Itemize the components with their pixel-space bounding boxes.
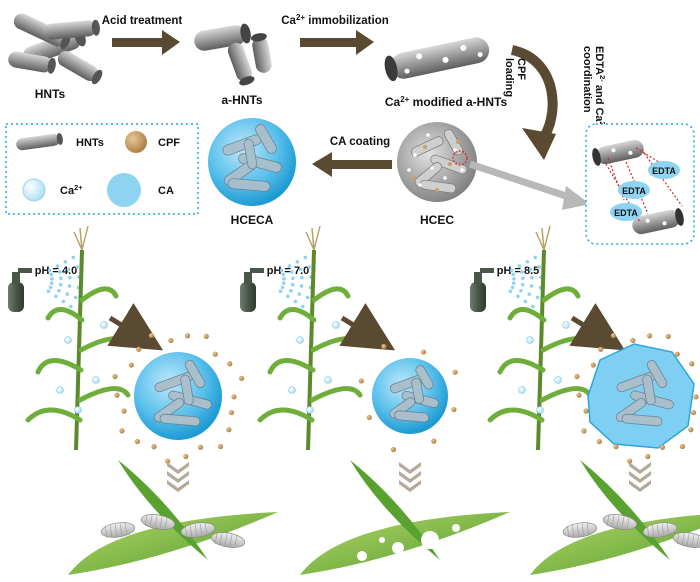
edta-label-3: EDTA <box>614 208 638 218</box>
scenario-ph-8-5: pH = 8.5 <box>470 225 700 575</box>
ph-label: pH = 4.0 <box>35 265 78 277</box>
ph-label: pH = 8.5 <box>497 265 540 277</box>
larvae <box>100 513 246 548</box>
down-chevrons-icon <box>167 462 189 492</box>
corn-plant <box>257 225 368 451</box>
spray-bottle-icon <box>8 268 32 312</box>
cpf-loading-arrow <box>510 45 558 160</box>
release-arrow <box>339 303 396 351</box>
a-hnts-cluster <box>194 23 272 86</box>
particle <box>358 343 458 453</box>
legend-ca-icon <box>107 173 141 207</box>
scenario-ph-7: pH = 7.0 <box>240 225 510 575</box>
acid-treatment-label: Acid treatment <box>102 15 183 27</box>
legend-hnts-icon <box>16 132 63 151</box>
leaf-with-larvae <box>530 460 700 575</box>
scenario-ph-4: pH = 4.0 <box>8 225 278 575</box>
cpf-loading-label: CPFloading <box>503 58 527 97</box>
release-arrow <box>107 303 164 351</box>
spray-bottle-icon <box>240 268 264 312</box>
leaf-with-larvae <box>68 460 278 575</box>
hnts-label: HNTs <box>35 87 66 101</box>
particle <box>574 332 699 464</box>
legend-ca-label: CA <box>158 185 174 197</box>
ca-modified-label: Ca2+ modified a-HNTs <box>385 95 508 110</box>
release-arrow <box>569 303 626 351</box>
hnts-cluster <box>8 13 103 85</box>
hceca-sphere <box>208 118 296 206</box>
spray-bottle-icon <box>470 268 494 312</box>
legend-box: HNTs CPF Ca2+ CA <box>5 123 199 215</box>
acid-treatment-arrow <box>112 30 180 55</box>
legend-ca2-label: Ca2+ <box>60 183 83 198</box>
spray-mist <box>508 255 543 309</box>
legend-cpf-label: CPF <box>158 137 180 149</box>
edta-label-1: EDTA <box>652 166 676 176</box>
ca-coating-arrow <box>312 152 392 177</box>
ca-coating-label: CA coating <box>330 136 390 148</box>
legend-ca2-icon <box>22 178 46 202</box>
ca-immobilization-arrow <box>300 30 374 55</box>
edta-coordination-label: EDTA2- and Ca2+coordination <box>581 46 608 131</box>
spray-mist <box>278 255 313 309</box>
ca-modified-tube <box>384 37 490 82</box>
edta-label-2: EDTA <box>622 186 646 196</box>
zoom-arrow <box>468 160 590 210</box>
hcec-sphere <box>397 122 477 202</box>
ca-immobilization-label: Ca2+ immobilization <box>281 13 389 28</box>
zoom-highlight-circle <box>452 150 468 166</box>
hcec-label: HCEC <box>420 213 454 227</box>
edta-inset: EDTA EDTA EDTA <box>585 123 695 245</box>
larvae <box>562 513 700 548</box>
ph-label: pH = 7.0 <box>267 265 310 277</box>
leaf-with-larvae <box>300 460 510 575</box>
hceca-label: HCECA <box>231 213 274 227</box>
corn-plant <box>25 225 136 451</box>
down-chevrons-icon <box>399 462 421 492</box>
down-chevrons-icon <box>629 462 651 492</box>
a-hnts-label: a-HNTs <box>221 93 262 107</box>
legend-hnts-label: HNTs <box>76 137 104 149</box>
legend-cpf-icon <box>125 131 147 153</box>
particle <box>112 332 245 464</box>
corn-plant <box>487 225 598 451</box>
spray-mist <box>46 255 81 309</box>
